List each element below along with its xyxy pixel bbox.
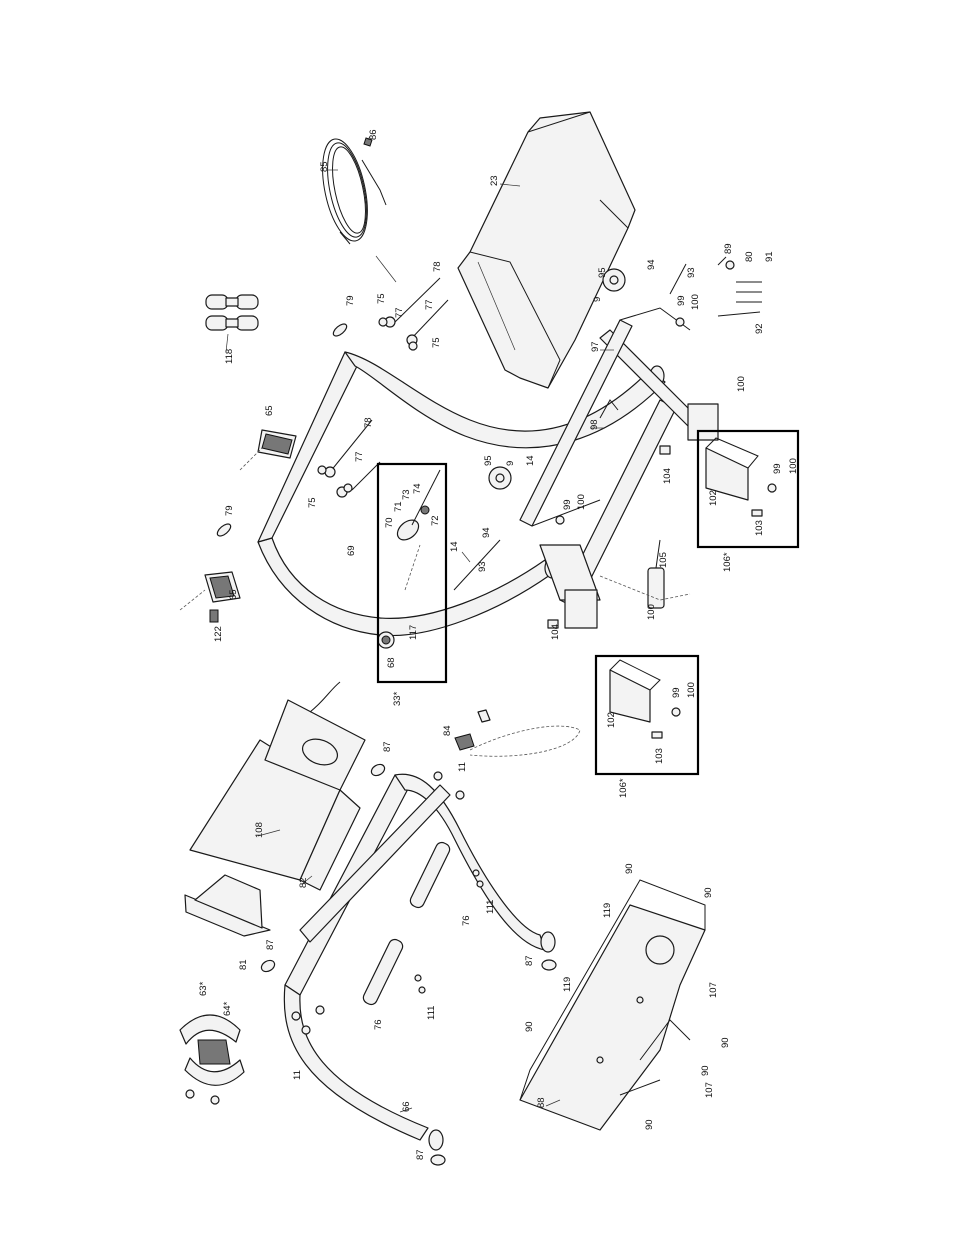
label-93-left: 93 (477, 561, 488, 572)
label-85: 85 (319, 161, 330, 172)
label-78-a: 78 (432, 261, 443, 272)
label-90-e: 90 (700, 1065, 711, 1076)
label-99-box-right: 99 (772, 463, 783, 474)
label-106-left: 106* (618, 778, 629, 798)
label-72: 72 (430, 515, 441, 526)
label-79-top: 79 (345, 295, 356, 306)
label-92: 92 (754, 323, 765, 334)
label-102-left: 102 (606, 712, 617, 728)
label-90-f: 90 (644, 1119, 655, 1130)
label-88: 88 (536, 1097, 547, 1108)
label-70: 70 (384, 517, 395, 528)
label-87-d: 87 (415, 1149, 426, 1160)
label-117: 117 (408, 625, 419, 640)
parts-drawing (180, 112, 798, 1165)
label-84: 84 (442, 725, 453, 736)
label-68: 68 (386, 657, 397, 668)
label-11-a: 11 (457, 762, 468, 772)
drive-belt (455, 710, 580, 756)
label-66: 66 (401, 1101, 412, 1112)
label-111-b: 111 (426, 1006, 437, 1020)
label-100-right: 100 (690, 294, 701, 310)
label-89: 89 (723, 243, 734, 254)
label-74: 74 (412, 483, 423, 494)
label-95-left: 95 (483, 455, 494, 466)
label-87-c: 87 (524, 955, 535, 966)
label-98: 98 (589, 419, 600, 430)
label-77-c: 77 (354, 451, 365, 462)
label-94-right: 94 (646, 259, 657, 270)
label-76-a: 76 (461, 915, 472, 926)
label-103-right: 103 (754, 520, 765, 536)
label-75-c: 75 (307, 497, 318, 508)
label-87-b: 87 (265, 939, 276, 950)
label-97: 97 (590, 341, 601, 352)
callout-box-33 (378, 464, 446, 682)
label-90-c: 90 (524, 1021, 535, 1032)
label-93-right: 93 (686, 267, 697, 278)
label-90-b: 90 (703, 887, 714, 898)
label-77-b: 77 (394, 307, 405, 318)
label-91: 91 (764, 251, 775, 262)
label-118: 118 (224, 349, 235, 364)
label-119-b: 119 (562, 977, 573, 992)
label-100-box-left: 100 (686, 682, 697, 698)
label-100-mid: 100 (576, 494, 587, 510)
gas-shock (600, 540, 690, 608)
label-75-b: 75 (431, 337, 442, 348)
label-86: 86 (368, 129, 379, 140)
label-106-right: 106* (722, 552, 733, 572)
label-100-box-right: 100 (788, 458, 799, 474)
dumbbells (206, 295, 258, 330)
label-71: 71 (393, 501, 404, 512)
label-107-a: 107 (708, 982, 719, 998)
label-107-b: 107 (704, 1082, 715, 1098)
label-14-upper: 14 (525, 455, 536, 466)
label-81: 81 (238, 959, 249, 970)
label-78-b: 78 (363, 417, 374, 428)
label-102-right: 102 (708, 490, 719, 506)
label-87-a: 87 (382, 741, 393, 752)
label-90-a: 90 (624, 863, 635, 874)
label-100-lower: 100 (646, 604, 657, 620)
label-103-left: 103 (654, 748, 665, 764)
label-104-left: 104 (550, 624, 561, 640)
label-64: 64* (222, 1001, 233, 1016)
label-65-bottom: 65 (228, 589, 239, 600)
pin-hardware (718, 257, 762, 316)
label-65-top: 65 (264, 405, 275, 416)
label-79-bottom: 79 (224, 505, 235, 516)
label-9-left: 9 (505, 461, 516, 466)
label-9-right: 9 (592, 297, 603, 302)
label-94-left: 94 (481, 527, 492, 538)
label-99-box-left: 99 (671, 687, 682, 698)
label-105: 105 (658, 552, 669, 568)
label-73: 73 (401, 489, 412, 500)
seat-bracket (180, 1015, 244, 1104)
label-111-a: 111 (485, 900, 496, 914)
label-119-a: 119 (602, 903, 613, 918)
label-76-b: 76 (373, 1019, 384, 1030)
label-69: 69 (346, 545, 357, 556)
label-122: 122 (213, 626, 224, 642)
label-14-lower: 14 (449, 541, 460, 552)
label-63: 63* (198, 981, 209, 996)
label-33: 33* (392, 691, 403, 706)
label-11-b: 11 (292, 1070, 303, 1080)
label-95-right: 95 (597, 267, 608, 278)
label-99-right: 99 (676, 295, 687, 306)
cable-coil (315, 135, 386, 245)
label-80: 80 (744, 251, 755, 262)
label-75-a: 75 (376, 293, 387, 304)
label-90-d: 90 (720, 1037, 731, 1048)
label-100-frame: 100 (736, 376, 747, 392)
label-104-right: 104 (662, 468, 673, 484)
label-23: 23 (489, 175, 500, 186)
label-77-a: 77 (424, 299, 435, 310)
label-99-mid: 99 (562, 499, 573, 510)
main-frame-tube (258, 352, 665, 636)
